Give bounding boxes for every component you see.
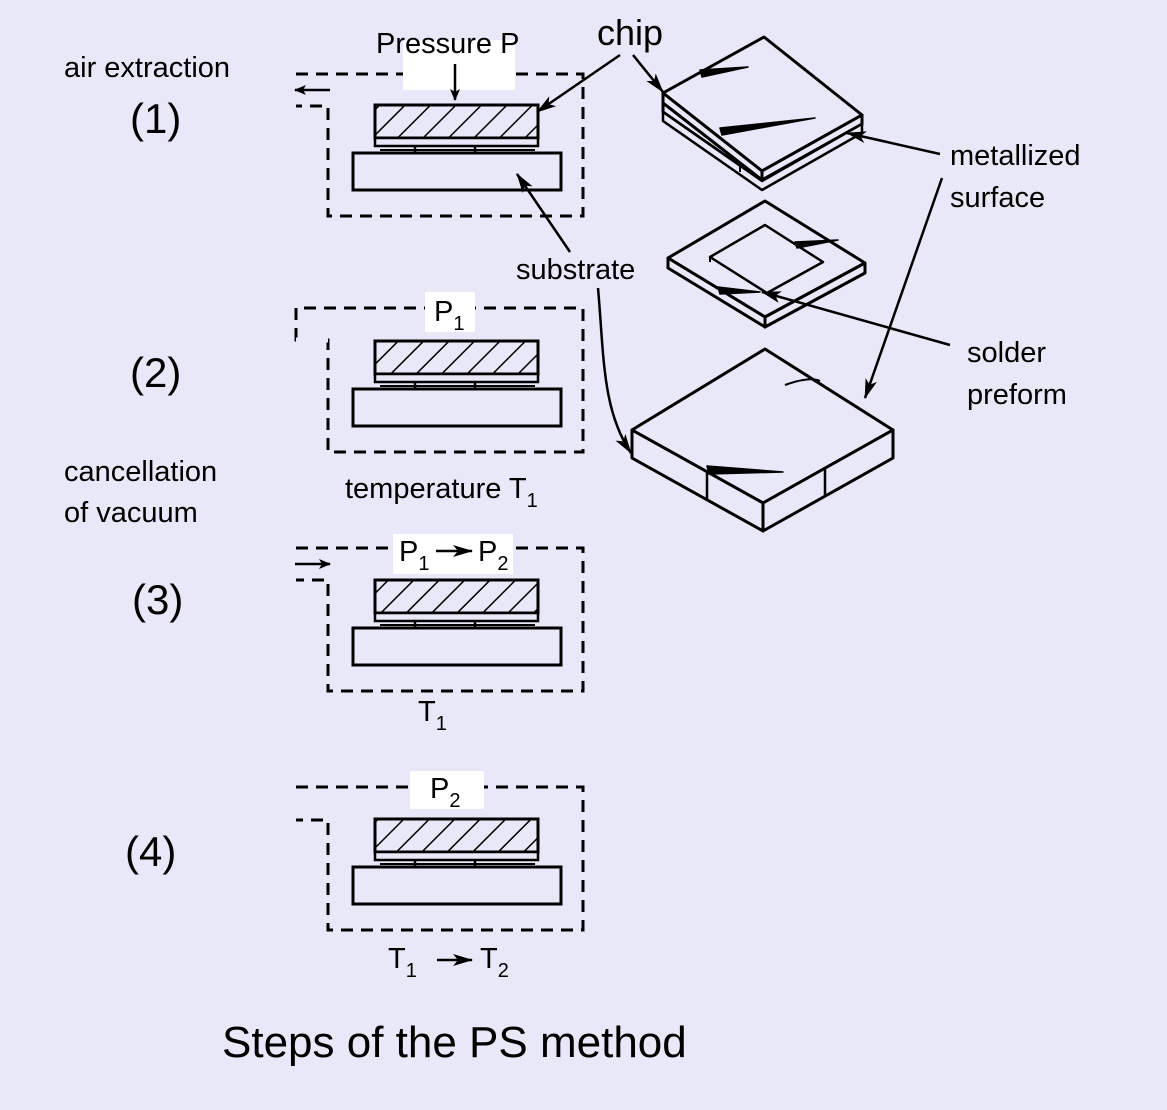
step-1-chamber (294, 40, 585, 218)
t2-label-step4: T2 (480, 943, 509, 982)
solder-label-1: solder (967, 337, 1046, 369)
exploded-solder-preform (666, 199, 867, 329)
t1-label-step4: T1 (388, 943, 417, 982)
solder-layer (373, 136, 540, 148)
chip-label: chip (597, 12, 663, 53)
substrate (351, 387, 563, 428)
p2-label-step4: P2 (430, 773, 460, 812)
cancellation-label-1: cancellation (64, 456, 217, 488)
substrate (351, 865, 563, 906)
diagram-title: Steps of the PS method (222, 1018, 687, 1067)
temperature-t1-label: temperature T1 (345, 473, 538, 512)
step-3-chamber (295, 534, 585, 693)
metallized-label-1: metallized (950, 140, 1081, 172)
cancellation-label-2: of vacuum (64, 497, 198, 529)
t1-label-step3: T1 (418, 696, 447, 735)
solder-layer (373, 611, 540, 623)
pressure-label: Pressure P (376, 28, 519, 60)
step-1-label: (1) (130, 95, 181, 142)
substrate (351, 626, 563, 667)
chip (373, 578, 540, 615)
p2-label-step3: P2 (478, 536, 508, 575)
solder-label-2: preform (967, 379, 1067, 411)
chip (373, 817, 540, 854)
step-2-chamber (294, 292, 585, 454)
pointer-arrows (515, 53, 951, 454)
metallized-label-2: surface (950, 182, 1045, 214)
step-2-label: (2) (130, 349, 181, 396)
exploded-chip (661, 35, 864, 192)
step-4-chamber (296, 771, 585, 966)
p1-label: P1 (434, 296, 464, 335)
solder-layer (373, 850, 540, 862)
substrate-label: substrate (516, 254, 635, 286)
exploded-substrate (630, 347, 895, 533)
step-3-label: (3) (132, 576, 183, 623)
chip (373, 339, 540, 376)
solder-layer (373, 372, 540, 384)
chip (373, 103, 540, 140)
p1-label-step3: P1 (399, 536, 429, 575)
step-4-label: (4) (125, 828, 176, 875)
substrate (351, 151, 563, 192)
air-extraction-label: air extraction (64, 52, 230, 84)
